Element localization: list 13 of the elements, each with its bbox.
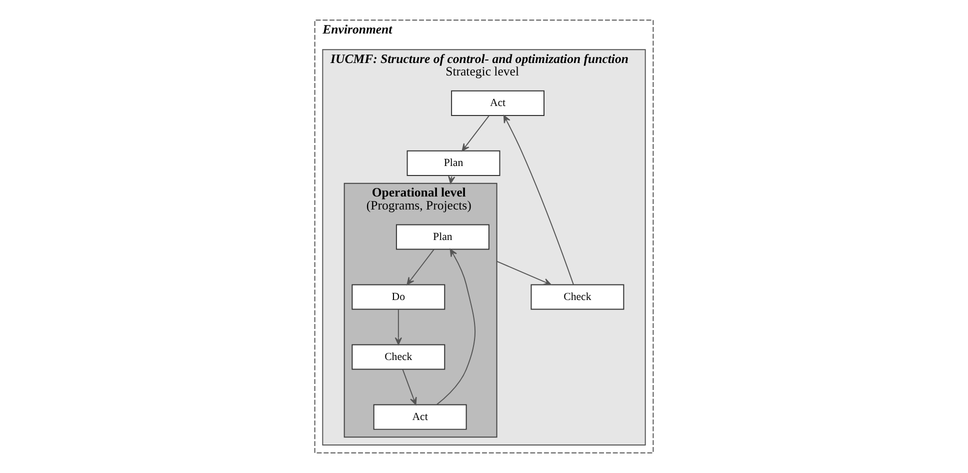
- arrow: [436, 248, 476, 406]
- node-box: Act: [373, 404, 467, 430]
- arrow: [394, 308, 402, 346]
- node-box: Check: [352, 344, 446, 370]
- node-box: Plan: [396, 224, 490, 250]
- arrow: [496, 260, 552, 286]
- arrow: [503, 115, 574, 286]
- arrow: [462, 115, 490, 152]
- node-box: Do: [352, 284, 446, 310]
- node-box: Check: [530, 284, 624, 310]
- arrow: [406, 248, 434, 286]
- arrow: [402, 368, 417, 406]
- node-box: Act: [451, 90, 544, 116]
